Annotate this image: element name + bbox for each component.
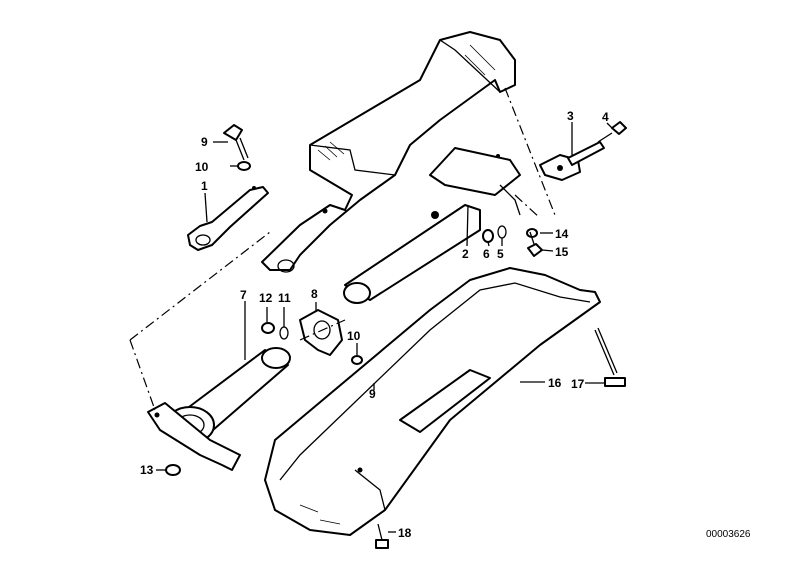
assembly-line-top-right <box>514 194 541 219</box>
callout-7: 7 <box>240 288 247 302</box>
part-1-bracket <box>187 186 269 251</box>
assembly-line-right <box>504 87 556 216</box>
part-8-plate <box>299 309 343 356</box>
callout-8: 8 <box>311 287 318 301</box>
part-6-nut <box>482 229 494 243</box>
callout-10-top: 10 <box>195 160 209 174</box>
callout-2: 2 <box>462 247 469 261</box>
part-14-washer <box>526 228 538 238</box>
callout-9-lower: 9 <box>369 387 376 401</box>
callout-14: 14 <box>555 227 569 241</box>
part-5-washer <box>497 225 507 239</box>
drawing-code: 00003626 <box>706 529 751 540</box>
callout-3: 3 <box>567 109 574 123</box>
callout-18: 18 <box>398 526 412 540</box>
callout-1: 1 <box>201 179 208 193</box>
callout-12: 12 <box>259 291 273 305</box>
callout-9-top: 9 <box>201 135 208 149</box>
callout-6: 6 <box>483 247 490 261</box>
part-11-washer <box>279 326 289 340</box>
leader-lines <box>156 122 613 533</box>
part-4-screw <box>597 121 627 143</box>
part-10-washer-top <box>237 161 251 171</box>
callout-15: 15 <box>555 245 569 259</box>
part-16-lower-casing <box>264 267 601 536</box>
part-12-nut <box>261 322 275 334</box>
part-3-flange <box>539 141 605 181</box>
assembly-line-left-down <box>129 339 156 411</box>
upper-casing <box>261 31 516 273</box>
callout-10-lower: 10 <box>347 329 361 343</box>
callout-16: 16 <box>548 376 562 390</box>
assembly-line-left <box>129 231 271 341</box>
part-10-washer-lower <box>351 355 363 365</box>
part-2-inner-tube <box>343 147 521 304</box>
part-18-screw <box>375 523 389 549</box>
part-9-bolt-top <box>223 124 249 161</box>
callout-17: 17 <box>571 377 585 391</box>
assembly-line-center <box>299 319 346 341</box>
part-17-screw <box>594 327 626 387</box>
callout-13: 13 <box>140 463 154 477</box>
callout-11: 11 <box>278 291 291 305</box>
callout-4: 4 <box>602 110 609 124</box>
callout-5: 5 <box>497 247 504 261</box>
